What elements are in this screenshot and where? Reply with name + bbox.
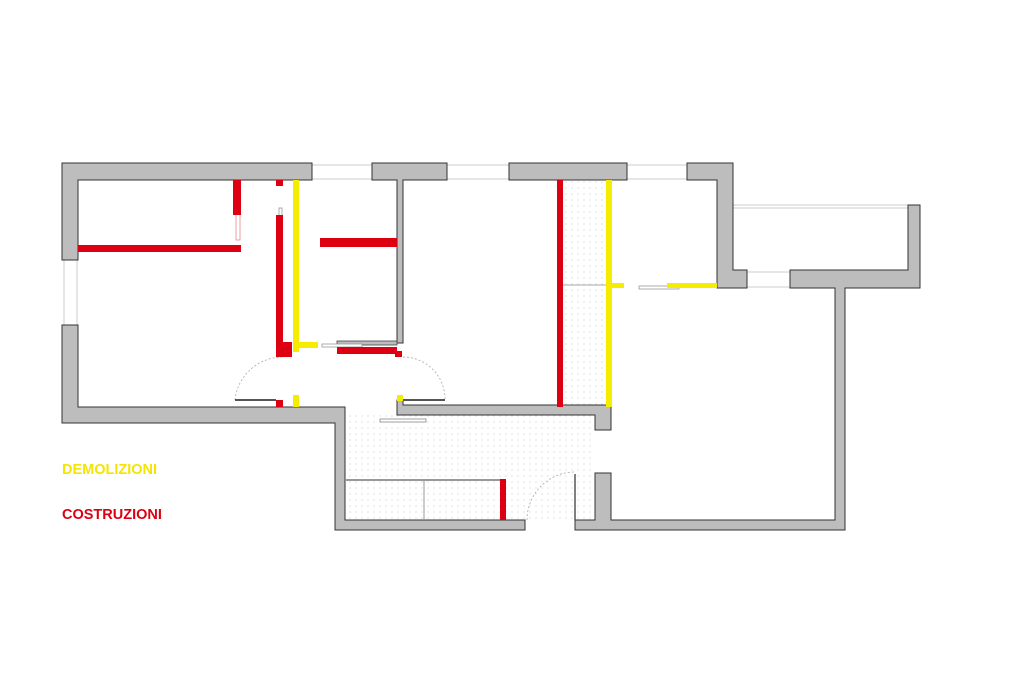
corridor-floor	[563, 180, 606, 407]
doors	[234, 204, 680, 521]
existing-walls	[61, 162, 921, 531]
demolition-walls	[293, 180, 717, 407]
legend-demolition: DEMOLIZIONI	[62, 462, 158, 478]
windows	[63, 164, 908, 325]
legend-construction: COSTRUZIONI	[62, 507, 162, 523]
entrance-floor	[345, 415, 595, 520]
construction-walls	[78, 180, 563, 520]
